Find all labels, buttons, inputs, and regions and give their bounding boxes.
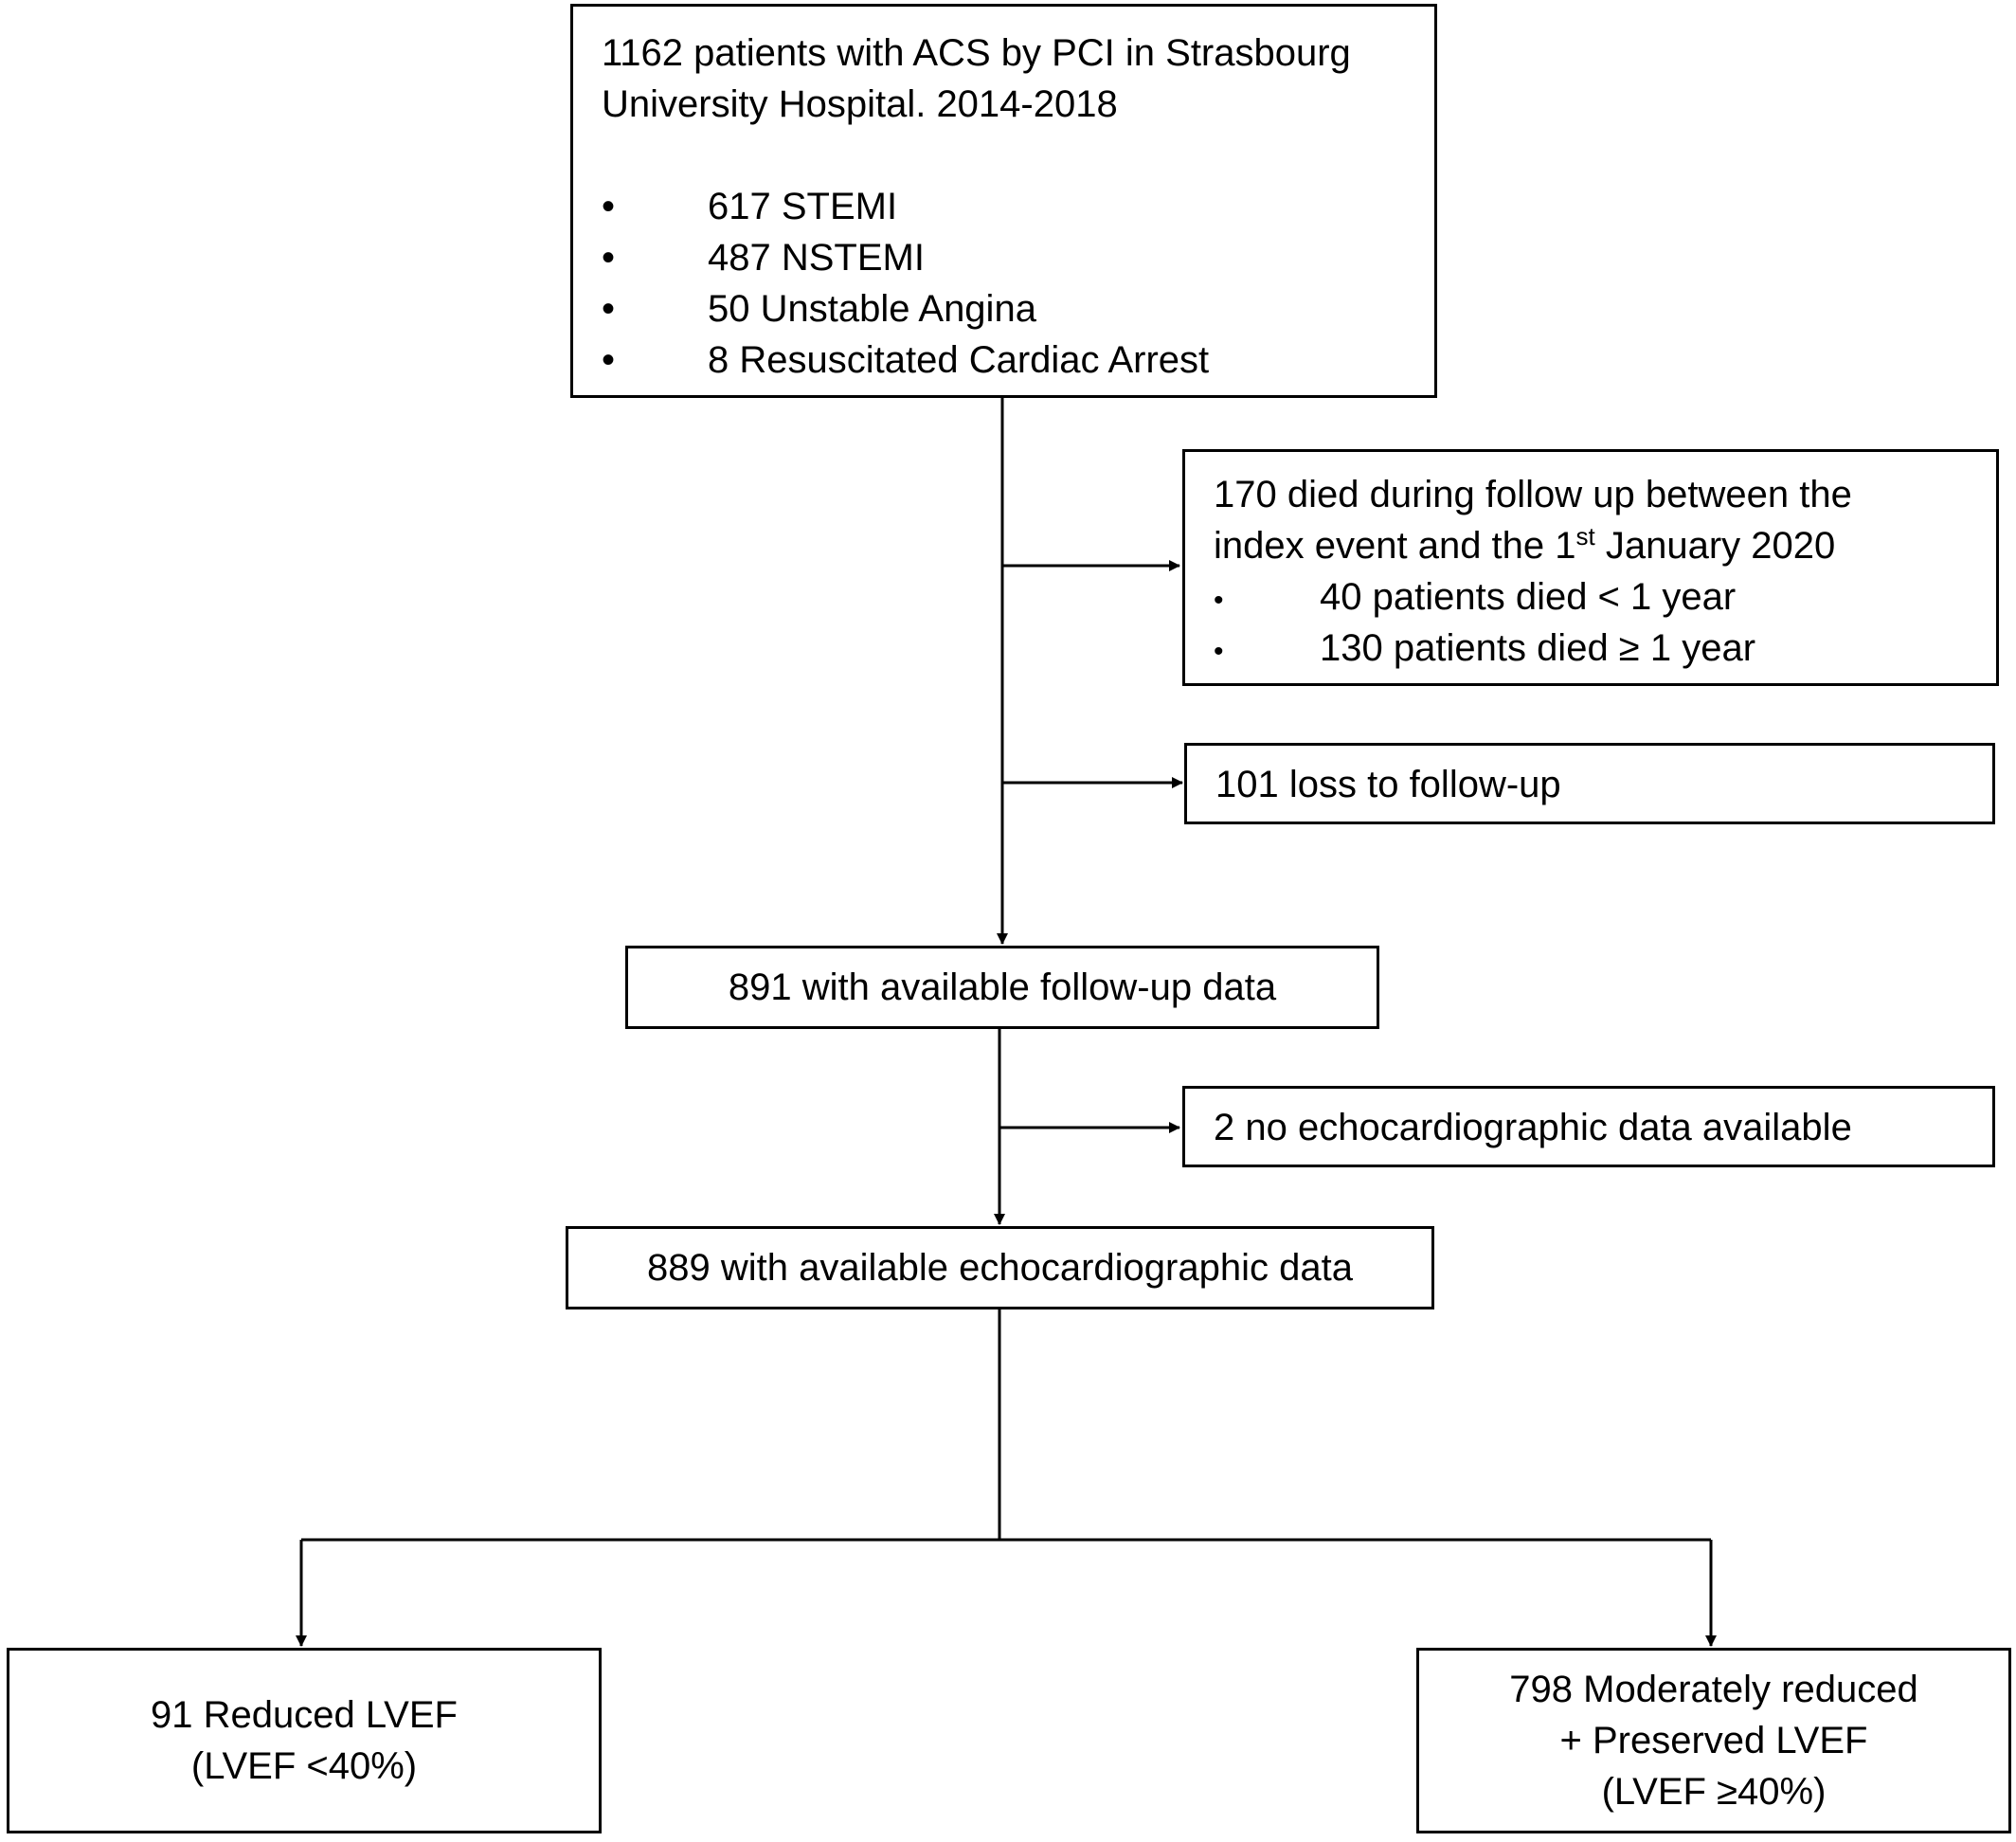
enrollment-item-text: 487 NSTEMI (708, 237, 925, 279)
enrollment-title-line1: 1162 patients with ACS by PCI in Strasbo… (602, 32, 1351, 74)
enrollment-item-text: 617 STEMI (708, 186, 898, 227)
enrollment-item-text: 8 Resuscitated Cardiac Arrest (708, 339, 1210, 381)
enrollment-item: • 487 NSTEMI (602, 232, 1434, 283)
lost-box: 101 loss to follow-up (1184, 743, 1995, 824)
died-title-line2-sup: st (1575, 522, 1595, 551)
died-box: 170 died during follow up between the in… (1182, 449, 1999, 686)
enrollment-item: • 8 Resuscitated Cardiac Arrest (602, 334, 1434, 386)
died-title-line1: 170 died during follow up between the (1214, 474, 1852, 515)
bullet-icon: • (602, 186, 616, 227)
preserved-line3: (LVEF ≥40%) (1601, 1771, 1827, 1813)
preserved-line2: + Preserved LVEF (1559, 1720, 1868, 1761)
bullet-icon: • (1214, 585, 1224, 616)
bullet-icon: • (1214, 636, 1224, 667)
preserved-box: 798 Moderately reduced + Preserved LVEF … (1416, 1648, 2011, 1833)
died-item-text: 130 patients died ≥ 1 year (1320, 627, 1756, 669)
died-item: • 130 patients died ≥ 1 year (1214, 623, 1996, 674)
died-title-line2: index event and the 1st January 2020 (1214, 520, 1996, 571)
died-item-text: 40 patients died < 1 year (1320, 576, 1737, 618)
died-item: • 40 patients died < 1 year (1214, 571, 1996, 623)
enrollment-box: 1162 patients with ACS by PCI in Strasbo… (570, 4, 1437, 398)
enrollment-item: • 50 Unstable Angina (602, 283, 1434, 334)
enrollment-item: • 617 STEMI (602, 181, 1434, 232)
bullet-icon: • (602, 339, 616, 381)
preserved-line1: 798 Moderately reduced (1509, 1669, 1918, 1710)
bullet-icon: • (602, 288, 616, 330)
followup-text: 891 with available follow-up data (728, 966, 1277, 1008)
lost-text: 101 loss to follow-up (1215, 764, 1561, 805)
died-title-line2-pre: index event and the 1 (1214, 525, 1576, 567)
no-echo-text: 2 no echocardiographic data available (1214, 1107, 1852, 1148)
echo-box: 889 with available echocardiographic dat… (566, 1226, 1434, 1309)
no-echo-box: 2 no echocardiographic data available (1182, 1086, 1995, 1167)
reduced-line1: 91 Reduced LVEF (151, 1694, 458, 1736)
enrollment-item-text: 50 Unstable Angina (708, 288, 1036, 330)
followup-box: 891 with available follow-up data (625, 946, 1379, 1029)
bullet-icon: • (602, 237, 616, 279)
enrollment-title-line2: University Hospital. 2014-2018 (602, 83, 1118, 125)
echo-text: 889 with available echocardiographic dat… (647, 1247, 1353, 1289)
reduced-box: 91 Reduced LVEF (LVEF <40%) (7, 1648, 602, 1833)
died-title-line2-post: January 2020 (1594, 525, 1836, 567)
reduced-line2: (LVEF <40%) (190, 1745, 418, 1787)
